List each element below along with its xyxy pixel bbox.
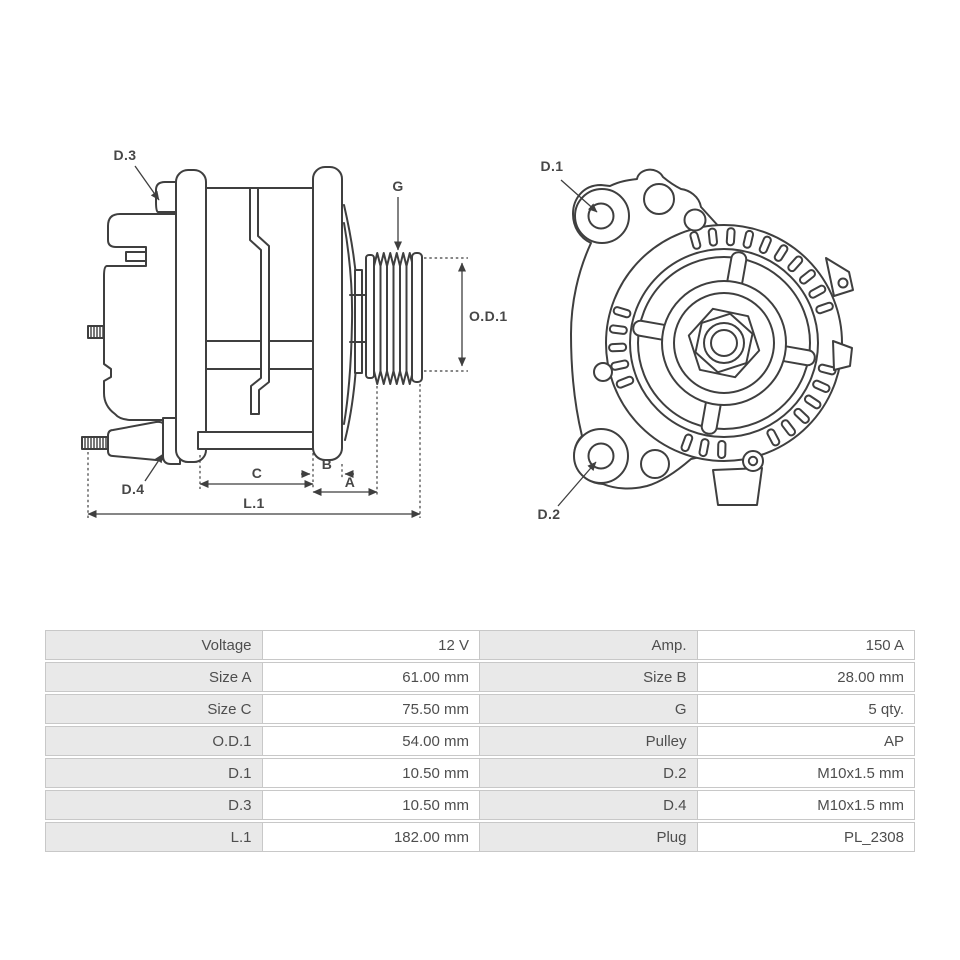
- label-d3: D.3: [114, 147, 137, 163]
- label-a: A: [345, 474, 356, 490]
- spec-label-cell: Voltage: [45, 630, 263, 660]
- spec-label-cell: D.4: [480, 790, 698, 820]
- mounting-hole-d2: [573, 428, 629, 484]
- pulley-spokes: [632, 251, 816, 435]
- spec-label-cell: Size B: [480, 662, 698, 692]
- spec-row: D.3 10.50 mm D.4 M10x1.5 mm: [45, 790, 915, 820]
- spec-value-cell: 182.00 mm: [262, 822, 480, 852]
- spec-value-cell: 150 A: [697, 630, 915, 660]
- spec-label-cell: Pulley: [480, 726, 698, 756]
- spec-value-cell: 75.50 mm: [262, 694, 480, 724]
- bracket-top-hole-small: [683, 208, 707, 232]
- stud-threads: [81, 325, 107, 450]
- label-c: C: [252, 465, 263, 481]
- label-d1: D.1: [541, 158, 564, 174]
- spec-label-cell: Amp.: [480, 630, 698, 660]
- front-bracket-right-arm: [312, 166, 343, 461]
- mounting-foot: [197, 431, 314, 450]
- side-view-diagram: [81, 166, 423, 465]
- spec-row: Size C 75.50 mm G 5 qty.: [45, 694, 915, 724]
- spec-value-cell: 10.50 mm: [262, 790, 480, 820]
- spec-value-cell: 61.00 mm: [262, 662, 480, 692]
- spec-label-cell: D.2: [480, 758, 698, 788]
- body-parting-lines: [205, 187, 314, 415]
- leader-d3: [134, 165, 160, 201]
- pulley-face-inner: [673, 292, 775, 394]
- front-view-diagram: [570, 168, 854, 506]
- diagram-area: D.3 D.4 G O.D.1 C B A L.1 D.1 D.2: [81, 147, 854, 522]
- right-tabs: [825, 257, 854, 371]
- shroud-ring-inner: [637, 256, 811, 430]
- spec-value-cell: PL_2308: [697, 822, 915, 852]
- spec-row: O.D.1 54.00 mm Pulley AP: [45, 726, 915, 756]
- spec-label-cell: Plug: [480, 822, 698, 852]
- mounting-hole-d1: [574, 188, 630, 244]
- spec-label-cell: D.3: [45, 790, 263, 820]
- front-bracket-left-arm: [175, 169, 207, 463]
- spec-value-cell: 12 V: [262, 630, 480, 660]
- spec-row: D.1 10.50 mm D.2 M10x1.5 mm: [45, 758, 915, 788]
- pulley-grooves: [373, 252, 414, 385]
- label-od1: O.D.1: [469, 308, 508, 324]
- spec-value-cell: 54.00 mm: [262, 726, 480, 756]
- leader-d2: [557, 461, 597, 507]
- shaft-end: [710, 329, 738, 357]
- label-b: B: [322, 456, 333, 472]
- spec-row: Size A 61.00 mm Size B 28.00 mm: [45, 662, 915, 692]
- leader-d4: [144, 453, 164, 482]
- spec-value-cell: 5 qty.: [697, 694, 915, 724]
- bracket-top-hole-large: [643, 183, 675, 215]
- spec-value-cell: 10.50 mm: [262, 758, 480, 788]
- dimension-annotations: D.3 D.4 G O.D.1 C B A L.1 D.1 D.2: [87, 147, 598, 522]
- spec-value-cell: AP: [697, 726, 915, 756]
- spec-label-cell: O.D.1: [45, 726, 263, 756]
- rear-housing: [103, 213, 179, 421]
- pulley: [365, 252, 423, 385]
- spec-row: L.1 182.00 mm Plug PL_2308: [45, 822, 915, 852]
- label-d4: D.4: [122, 481, 145, 497]
- spec-label-cell: D.1: [45, 758, 263, 788]
- leader-d1: [560, 179, 598, 213]
- cooling-slots: [608, 227, 837, 459]
- spec-value-cell: 28.00 mm: [697, 662, 915, 692]
- spec-value-cell: M10x1.5 mm: [697, 790, 915, 820]
- spec-value-cell: M10x1.5 mm: [697, 758, 915, 788]
- label-g: G: [392, 178, 403, 194]
- label-d2: D.2: [538, 506, 561, 522]
- label-l1: L.1: [243, 495, 264, 511]
- spec-label-cell: G: [480, 694, 698, 724]
- spec-label-cell: L.1: [45, 822, 263, 852]
- spec-label-cell: Size A: [45, 662, 263, 692]
- spec-row: Voltage 12 V Amp. 150 A: [45, 630, 915, 660]
- spec-table: Voltage 12 V Amp. 150 A Size A 61.00 mm …: [45, 628, 915, 854]
- bracket-mid-hole: [593, 362, 613, 382]
- mounting-ear-d3: [155, 181, 177, 213]
- bottom-lug: [640, 449, 764, 506]
- spec-label-cell: Size C: [45, 694, 263, 724]
